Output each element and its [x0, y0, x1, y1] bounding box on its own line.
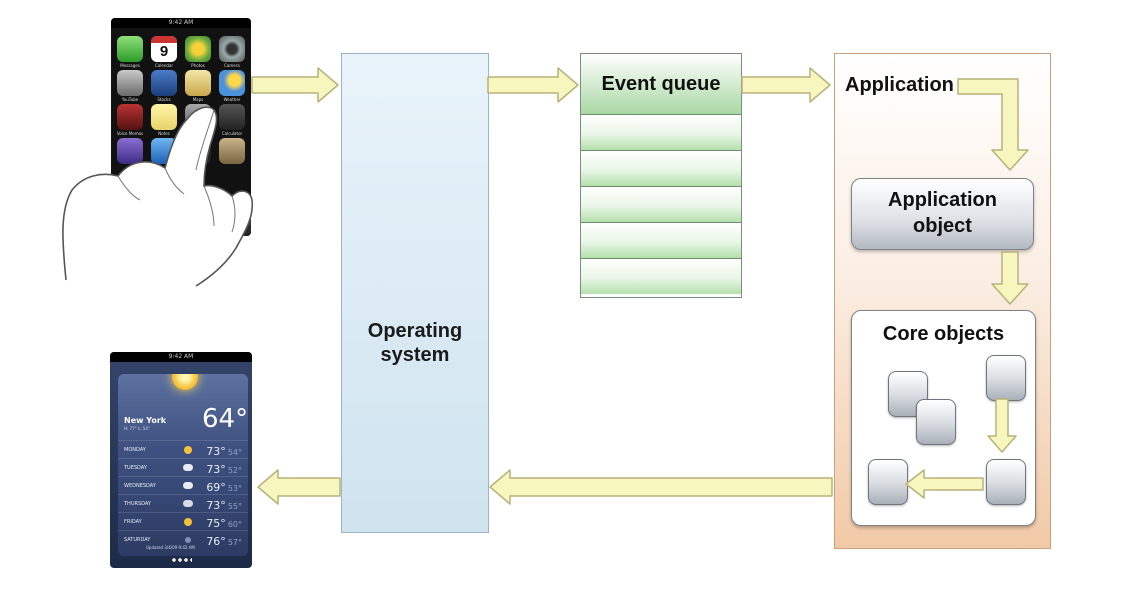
calendar-app-icon: 9 Calendar: [151, 36, 177, 68]
voice-memos-app-icon: Voice Memos: [117, 104, 143, 136]
itunes-app-icon: [117, 138, 143, 164]
core-object: [916, 399, 956, 445]
arrow-left-icon: [257, 469, 341, 505]
operating-system-label: Operating system: [367, 320, 463, 366]
contacts-app-icon: [219, 138, 245, 164]
event-queue-slot: [581, 151, 741, 187]
event-queue: Event queue: [580, 53, 742, 298]
status-bar: 9:42 AM: [111, 18, 251, 28]
arrow-down-icon: [987, 398, 1017, 453]
weather-app-icon: Weather: [219, 70, 245, 102]
iphone-weather-screen: 9:42 AM New York H: 77° L: 54° 64° MONDA…: [110, 352, 252, 568]
application-label: Application: [845, 74, 954, 96]
event-queue-slot: [581, 259, 741, 294]
arrow-down-icon: [957, 78, 1029, 171]
city-name: New York: [124, 416, 167, 425]
application-object-box: Application object: [851, 178, 1034, 250]
event-queue-slot: [581, 187, 741, 223]
app-grid: Messages 9 Calendar Photos Camera YouTub…: [111, 28, 251, 172]
event-queue-label: Event queue: [581, 54, 741, 115]
calculator-app-icon: Calculator: [219, 104, 245, 136]
event-queue-slot: [581, 223, 741, 259]
arrow-down-icon: [991, 251, 1029, 305]
operating-system-box: Operating system: [341, 53, 489, 533]
notes-app-icon: Notes: [151, 104, 177, 136]
arrow-right-icon: [741, 67, 831, 103]
status-bar: 9:42 AM: [110, 352, 252, 362]
updated-text: Updated 3/4/09 9:42 AM: [146, 545, 195, 550]
sun-icon: [172, 374, 198, 390]
camera-app-icon: Camera: [219, 36, 245, 68]
maps-app-icon: Maps: [185, 70, 211, 102]
page-dots: [172, 558, 192, 562]
core-object: [868, 459, 908, 505]
youtube-app-icon: YouTube: [117, 70, 143, 102]
hi-lo: H: 77° L: 54°: [124, 426, 150, 431]
core-object: [986, 355, 1026, 401]
stocks-app-icon: Stocks: [151, 70, 177, 102]
arrow-left-icon: [905, 469, 984, 499]
event-queue-slot: [581, 115, 741, 151]
arrow-right-icon: [487, 67, 579, 103]
core-objects-label: Core objects: [882, 323, 1005, 345]
photos-app-icon: Photos: [185, 36, 211, 68]
arrow-right-icon: [251, 67, 339, 103]
core-object: [986, 459, 1026, 505]
current-temp: 64°: [202, 404, 248, 434]
messages-app-icon: Messages: [117, 36, 143, 68]
arrow-left-icon: [489, 469, 833, 505]
